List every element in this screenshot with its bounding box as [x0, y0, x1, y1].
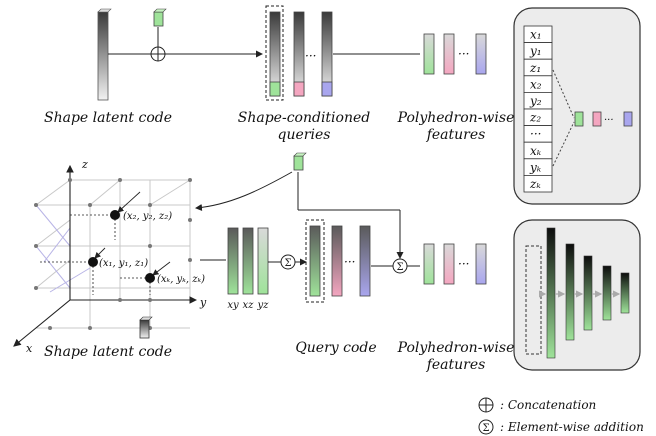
coord-cell-label: y₁: [529, 44, 542, 58]
bottom-query-ellipsis: ···: [344, 255, 355, 269]
panel-dotted-line-top: [552, 69, 575, 119]
coord-cell-label: xₖ: [530, 144, 542, 158]
coord-cell-label: x₁: [530, 28, 542, 42]
legend-sum-text: : Element-wise addition: [500, 420, 644, 434]
legend-concat-icon: [478, 397, 494, 413]
legend-sum-symbol: Σ: [482, 423, 489, 434]
point-k-label: (xₖ, yₖ, zₖ): [157, 274, 205, 285]
bottom-feature-pink: [443, 243, 455, 285]
top-feature-pink: [443, 33, 455, 75]
plane-yz-label: yz: [257, 300, 270, 311]
top-concat-operator: [150, 46, 166, 62]
legend-sum-icon: Σ: [478, 419, 494, 435]
bottom-query-column-pink: [331, 225, 343, 297]
grid-blue-edges: [35, 204, 91, 293]
decoder-layer-2: [565, 243, 575, 341]
bottom-feature-ellipsis: ···: [458, 257, 469, 271]
bottom-feature-purple: [475, 243, 487, 285]
triplane-yz: [257, 227, 269, 295]
point-arrows: [94, 191, 171, 276]
top-feature-purple: [475, 33, 487, 75]
grid-small-dots: [34, 178, 192, 330]
decoder-layer-3: [583, 255, 593, 331]
bottom-query-green-cube: [293, 152, 307, 171]
panel-feature-purple: [623, 111, 633, 127]
top-feature-ellipsis: ···: [458, 47, 469, 61]
plane-xz-label: xz: [243, 300, 255, 311]
coord-cell-label: z₁: [529, 61, 541, 75]
sample-point-1: [88, 257, 98, 267]
coord-cell-label: ···: [530, 127, 541, 141]
three-d-grid: [35, 179, 191, 329]
top-shape-latent-bar: [97, 8, 112, 101]
bottom-polyhedron-label-2: features: [426, 357, 486, 373]
sum-operator-1: Σ: [280, 254, 296, 270]
top-query-column-pink: [293, 11, 305, 97]
top-polyhedron-label-1: Polyhedron-wise: [397, 110, 515, 126]
top-selected-query-box: [265, 5, 284, 101]
decoder-input-box: [525, 245, 542, 355]
projection-lines: [40, 214, 151, 295]
sample-point-k: [145, 273, 155, 283]
query-to-grid-arrow: [195, 171, 293, 211]
axis-z-label: z: [81, 158, 88, 171]
top-polyhedron-label-2: features: [426, 127, 486, 143]
top-shape-conditioned-label-1: Shape-conditioned: [238, 110, 370, 126]
panel-dotted-line-bottom: [552, 121, 575, 167]
bottom-polyhedron-label-1: Polyhedron-wise: [397, 340, 515, 356]
top-query-green-cube: [153, 8, 167, 27]
axis-x-label: x: [26, 342, 33, 355]
query-code-label: Query code: [295, 340, 376, 356]
plane-xy-label: xy: [227, 300, 239, 311]
point-1-label: (x₁, y₁, z₁): [99, 258, 148, 269]
sum-operator-2: Σ: [392, 258, 408, 274]
coord-cell-label: y₂: [529, 94, 542, 108]
bottom-query-column-purple: [359, 225, 371, 297]
axes: [13, 164, 198, 347]
coordinate-list: x₁ y₁ z₁ x₂ y₂ z₂ ··· xₖ yₖ zₖ: [523, 25, 553, 193]
panel-feature-green: [574, 111, 584, 127]
coord-cell-label: zₖ: [529, 177, 541, 191]
triplane-xz: [242, 227, 254, 295]
legend-concat-text: : Concatenation: [500, 398, 596, 412]
top-query-column-purple: [321, 11, 333, 97]
coord-cell-label: z₂: [529, 111, 541, 125]
axis-y-label: y: [199, 296, 207, 309]
top-query-column-green: [269, 11, 281, 97]
sample-point-2: [110, 210, 120, 220]
decoder-layer-1: [546, 227, 556, 359]
top-shape-latent-label: Shape latent code: [44, 110, 172, 126]
coord-cell: [523, 174, 553, 193]
top-query-ellipsis: ···: [305, 49, 316, 63]
decoder-layer-5: [620, 272, 630, 314]
bottom-shape-latent-cube: [139, 316, 153, 339]
panel-feature-ellipsis: ···: [604, 115, 614, 126]
coord-cell-label: x₂: [530, 77, 542, 91]
bottom-feature-green: [423, 243, 435, 285]
triplane-xy: [227, 227, 239, 295]
coord-cell-label: yₖ: [529, 160, 542, 174]
sum-operator-1-symbol: Σ: [284, 258, 291, 269]
decoder-layer-4: [602, 265, 612, 321]
bottom-shape-latent-label: Shape latent code: [44, 344, 172, 360]
bottom-query-column-green: [309, 225, 321, 297]
top-feature-green: [423, 33, 435, 75]
point-2-label: (x₂, y₂, z₂): [123, 211, 172, 222]
sum-operator-2-symbol: Σ: [396, 262, 403, 273]
top-shape-conditioned-label-2: queries: [278, 127, 331, 143]
panel-feature-pink: [592, 111, 602, 127]
